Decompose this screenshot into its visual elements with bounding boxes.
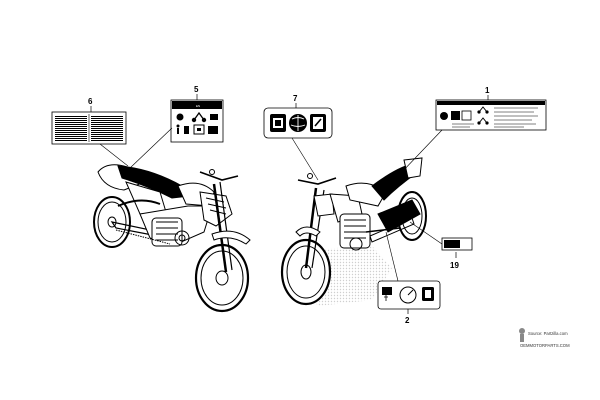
label-7-icons: 7 (263, 94, 333, 139)
leader-1 (399, 129, 443, 175)
wrench-icon (310, 114, 326, 132)
front-wheel-left (194, 243, 250, 313)
helmet-icon (176, 113, 184, 121)
motorcycle-right (280, 157, 427, 306)
mascot-icon (519, 328, 525, 342)
label-1-warning: 1 (435, 86, 547, 131)
leader-7 (291, 137, 319, 181)
motorcycle-left (93, 164, 251, 313)
engine-left (151, 217, 190, 247)
fuel-icon (193, 124, 205, 135)
leader-5 (129, 127, 173, 169)
motorcycle-icon (191, 111, 207, 123)
label-19: 19 (441, 237, 473, 270)
callout-19: 19 (450, 261, 459, 270)
callout-5: 5 (194, 85, 199, 94)
label-2: 2 (377, 280, 441, 325)
callout-1: 1 (485, 86, 490, 95)
engine-right (339, 213, 371, 251)
globe-icon (289, 114, 307, 132)
person-icon (176, 124, 180, 134)
rear-wheel-left (93, 196, 131, 248)
label-6-caution: 6 (51, 97, 127, 145)
leader-19 (409, 221, 443, 245)
callout-2: 2 (405, 316, 410, 325)
label-5-header: EN (196, 104, 200, 108)
source-credit-text: Source: Partzilla.com (528, 331, 568, 336)
leader-6 (99, 143, 129, 167)
source-credit: Source: Partzilla.com OEMMOTORPARTS.COM (519, 328, 570, 348)
label-5-info: 5 EN (170, 85, 224, 143)
front-wheel-right (280, 238, 332, 306)
leader-2 (385, 231, 399, 282)
callout-6: 6 (88, 97, 93, 106)
book-icon (270, 114, 286, 132)
motorcycle-icon-1 (477, 106, 489, 125)
callout-7: 7 (293, 94, 298, 103)
source-site-text: OEMMOTORPARTS.COM (520, 343, 570, 348)
